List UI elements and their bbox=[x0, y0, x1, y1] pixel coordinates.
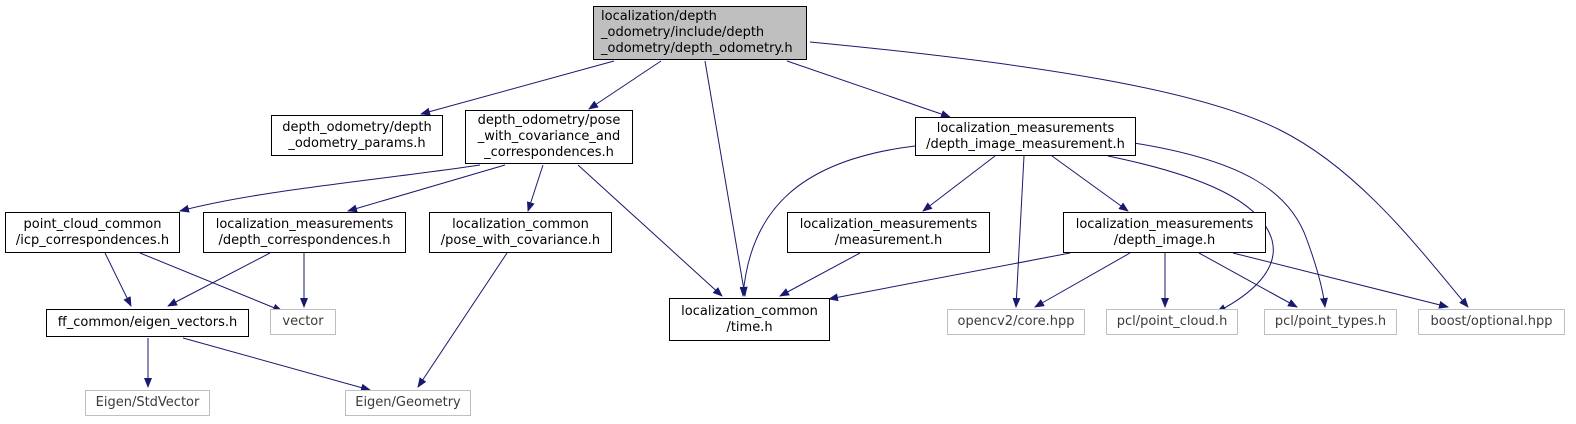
edge-root-time bbox=[704, 60, 748, 297]
node-depth-odometry-header: localization/depth _odometry/include/dep… bbox=[593, 6, 807, 60]
node-line: /icp_correspondences.h bbox=[15, 232, 170, 248]
node-pose-with-covariance[interactable]: localization_common /pose_with_covarianc… bbox=[429, 212, 612, 253]
edge-root-params bbox=[420, 60, 615, 116]
edge-root-pwc-corr bbox=[588, 60, 662, 110]
node-line: Eigen/Geometry bbox=[355, 395, 461, 410]
node-line: /measurement.h bbox=[834, 232, 943, 248]
node-line: localization_common bbox=[681, 303, 818, 319]
node-line: localization_measurements bbox=[215, 216, 394, 232]
edge-dim-depth-image bbox=[1051, 155, 1129, 212]
edge-pwc-corr-icp bbox=[179, 164, 481, 213]
node-line: localization_measurements bbox=[936, 120, 1115, 136]
node-measurement[interactable]: localization_measurements /measurement.h bbox=[787, 212, 990, 253]
edge-root-boost bbox=[809, 41, 1469, 308]
node-opencv-core: opencv2/core.hpp bbox=[947, 309, 1085, 335]
edge-icp-vector bbox=[139, 252, 283, 312]
node-line: _odometry/depth_odometry.h bbox=[601, 41, 793, 56]
node-line: point_cloud_common bbox=[23, 216, 162, 232]
node-line: /depth_image_measurement.h bbox=[926, 136, 1125, 152]
edge-dim-time bbox=[739, 145, 916, 297]
node-line: _odometry_params.h bbox=[288, 135, 426, 151]
edge-eigen-vectors-geometry bbox=[182, 337, 371, 392]
node-line: vector bbox=[282, 314, 324, 329]
node-line: pcl/point_cloud.h bbox=[1116, 314, 1228, 329]
node-line: Eigen/StdVector bbox=[95, 395, 200, 410]
edge-dim-point-cloud bbox=[1107, 155, 1274, 313]
node-depth-image-measurement[interactable]: localization_measurements /depth_image_m… bbox=[915, 117, 1136, 156]
node-line: localization/depth bbox=[601, 9, 717, 24]
node-line: ff_common/eigen_vectors.h bbox=[57, 315, 238, 330]
edge-depth-image-opencv bbox=[1034, 252, 1131, 308]
edge-pose-cov-geometry bbox=[417, 252, 508, 388]
edge-depth-image-time bbox=[828, 252, 1071, 302]
node-icp-correspondences[interactable]: point_cloud_common /icp_correspondences.… bbox=[5, 212, 180, 253]
edge-dim-point-types bbox=[1133, 142, 1328, 308]
node-line: localization_measurements bbox=[799, 216, 978, 232]
edge-pwc-corr-time bbox=[577, 164, 723, 297]
edge-pwc-corr-pose-cov bbox=[526, 164, 544, 212]
node-line: opencv2/core.hpp bbox=[957, 314, 1075, 329]
edge-depth-image-boost bbox=[1232, 252, 1449, 309]
node-line: _with_covariance_and bbox=[477, 129, 621, 144]
node-depth-image[interactable]: localization_measurements /depth_image.h bbox=[1063, 212, 1266, 253]
edge-dim-measurement bbox=[922, 155, 996, 212]
node-depth-odometry-params[interactable]: depth_odometry/depth _odometry_params.h bbox=[271, 115, 443, 156]
node-depth-correspondences[interactable]: localization_measurements /depth_corresp… bbox=[203, 212, 406, 253]
node-line: /pose_with_covariance.h bbox=[440, 232, 601, 248]
node-line: /depth_correspondences.h bbox=[218, 232, 391, 248]
node-line: depth_odometry/pose bbox=[477, 113, 621, 128]
node-eigen-geometry: Eigen/Geometry bbox=[345, 390, 471, 416]
node-line: _odometry/include/depth bbox=[601, 25, 765, 40]
edge-depth-corr-eigen-vectors bbox=[167, 252, 271, 307]
node-line: localization_common bbox=[452, 216, 589, 232]
edge-pwc-corr-depth-corr bbox=[347, 164, 506, 213]
node-line: pcl/point_types.h bbox=[1274, 314, 1387, 329]
node-vector: vector bbox=[270, 309, 336, 335]
edge-depth-image-point-types bbox=[1198, 252, 1298, 308]
edge-dim-opencv bbox=[1012, 155, 1025, 308]
edge-measurement-time bbox=[779, 252, 861, 297]
node-pcl-point-cloud: pcl/point_cloud.h bbox=[1106, 309, 1238, 335]
node-line: depth_odometry/depth bbox=[282, 119, 432, 135]
node-line: localization_measurements bbox=[1075, 216, 1254, 232]
node-line: boost/optional.hpp bbox=[1430, 314, 1553, 329]
node-line: /depth_image.h bbox=[1113, 232, 1216, 248]
node-pose-with-covariance-and-correspondences[interactable]: depth_odometry/pose _with_covariance_and… bbox=[465, 110, 633, 164]
node-pcl-point-types: pcl/point_types.h bbox=[1264, 309, 1397, 335]
node-eigen-stdvector: Eigen/StdVector bbox=[85, 390, 210, 416]
edge-root-dim bbox=[786, 60, 951, 118]
edge-icp-eigen-vectors bbox=[104, 252, 132, 307]
node-eigen-vectors[interactable]: ff_common/eigen_vectors.h bbox=[46, 309, 249, 337]
node-time[interactable]: localization_common /time.h bbox=[669, 298, 830, 341]
node-line: /time.h bbox=[726, 319, 773, 335]
node-boost-optional: boost/optional.hpp bbox=[1418, 309, 1565, 335]
node-line: _correspondences.h bbox=[484, 145, 614, 160]
